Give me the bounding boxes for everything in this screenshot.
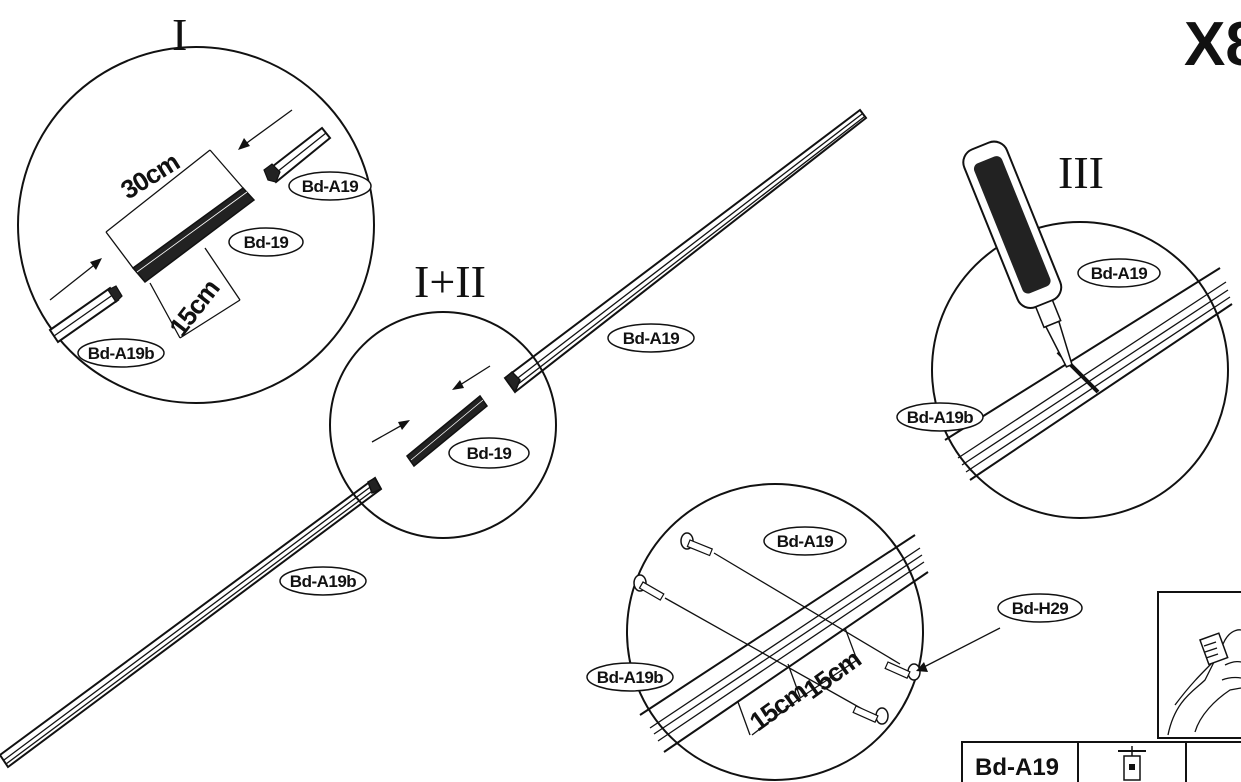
label-bd-a19b-detail-1: Bd-A19b (77, 338, 165, 368)
step-1-numeral: I (172, 9, 187, 60)
label-bd-a19-detail-1: Bd-A19 (288, 171, 372, 201)
label-bd-h29: Bd-H29 (997, 593, 1083, 623)
label-bd-a19-detail-screws: Bd-A19 (763, 526, 847, 556)
parts-table: Bd-A19 (961, 741, 1241, 782)
screw-top-left (680, 532, 901, 665)
part-label: Bd-A19 (302, 177, 359, 196)
label-bd-19-detail-1: Bd-19 (228, 227, 304, 257)
part-label: Bd-A19 (777, 532, 834, 551)
detail-circle-1-2 (329, 311, 557, 539)
main-profile-bottom (0, 476, 383, 769)
part-label: Bd-A19 (623, 329, 680, 348)
glue-icon (1118, 746, 1146, 781)
part-label: Bd-H29 (1012, 599, 1069, 618)
part-label: Bd-A19b (290, 572, 357, 591)
quantity-label: X8 (1184, 10, 1241, 79)
drill-tool-box (1157, 591, 1241, 739)
label-bd-a19-main: Bd-A19 (607, 323, 695, 353)
label-bd-a19-detail-3: Bd-A19 (1077, 258, 1161, 288)
part-label: Bd-A19b (907, 408, 974, 427)
detail-circle-1 (17, 46, 375, 404)
detail-circle-screws (626, 483, 1001, 781)
label-bd-19-detail-1-2: Bd-19 (448, 437, 530, 469)
label-bd-a19b-main: Bd-A19b (279, 566, 367, 596)
part-label: Bd-A19b (88, 344, 155, 363)
dimension-30cm: 30cm (115, 147, 184, 206)
part-label: Bd-19 (244, 233, 289, 252)
parts-table-cell-1: Bd-A19 (975, 754, 1059, 781)
label-bd-a19b-detail-3: Bd-A19b (896, 402, 984, 432)
part-label: Bd-A19b (597, 668, 664, 687)
label-bd-a19b-detail-screws: Bd-A19b (586, 662, 674, 692)
screw-bottom (852, 705, 889, 725)
part-label: Bd-19 (467, 444, 512, 463)
dimension-15cm-detail-1: 15cm (163, 274, 225, 342)
step-3-numeral: III (1058, 147, 1104, 198)
detail-circle-3 (931, 140, 1233, 519)
main-profile-top (503, 108, 868, 394)
screw-right (884, 661, 921, 681)
screw-left (633, 574, 865, 711)
part-label: Bd-A19 (1091, 264, 1148, 283)
step-1-2-numeral: I+II (414, 256, 486, 307)
